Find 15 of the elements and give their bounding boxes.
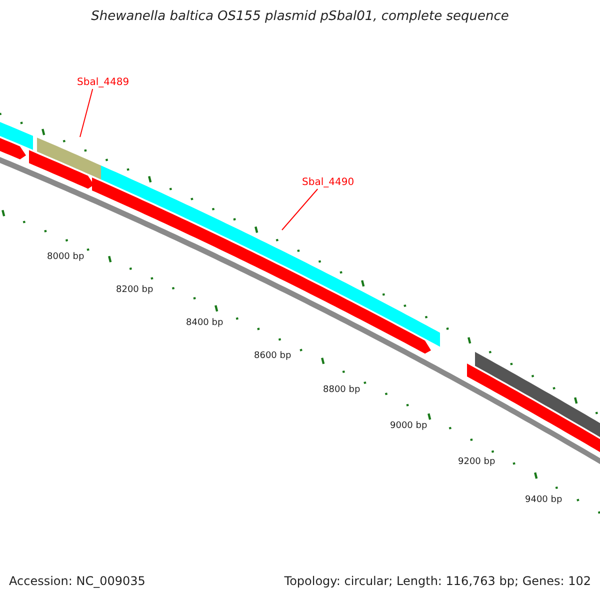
gene-label: Sbal_4489 [77, 77, 130, 88]
position-label: 8800 bp [323, 385, 360, 395]
position-label: 9200 bp [458, 457, 496, 467]
position-label: 9000 bp [390, 421, 428, 431]
accession-text: Accession: NC_009035 [9, 574, 146, 588]
gene-label: Sbal_4490 [302, 177, 354, 188]
position-label: 8000 bp [47, 252, 84, 262]
sequence-info: Topology: circular; Length: 116,763 bp; Genes: 102 [284, 574, 591, 588]
position-label: 9400 bp [525, 495, 562, 505]
leader-line [80, 88, 94, 138]
position-label: 8400 bp [186, 318, 224, 328]
gene-bar [37, 138, 101, 180]
leader-line [282, 188, 318, 230]
position-label: 8200 bp [116, 285, 154, 295]
title: Shewanella baltica OS155 plasmid pSbal01, complete sequence [90, 9, 510, 24]
